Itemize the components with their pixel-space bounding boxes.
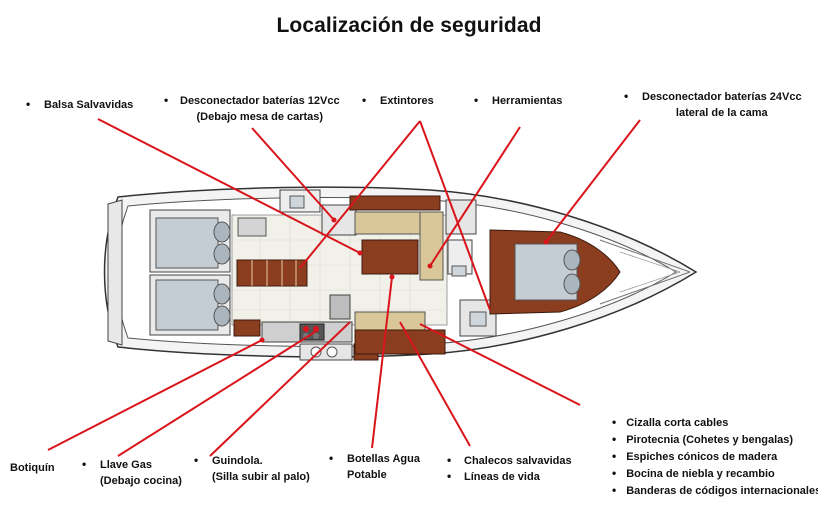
companionway-stairs (236, 259, 308, 287)
label-balsa-salvavidas: Balsa Salvavidas (44, 99, 134, 111)
label-extintores: Extintores (380, 95, 434, 107)
equipment-list: Cizalla corta cables Pirotecnia (Cohetes… (612, 414, 818, 499)
label-llave-gas: Llave Gas (Debajo cocina) (100, 459, 182, 487)
page-title: Localización de seguridad (276, 14, 542, 37)
starboard-settee (354, 311, 446, 355)
list-item: Bocina de niebla y recambio (612, 465, 818, 482)
list-item: Banderas de códigos internacionales (612, 482, 818, 499)
pointer-lines (47, 118, 641, 457)
saloon-settee (349, 195, 444, 281)
list-item: Pirotecnia (Cohetes y bengalas) (612, 431, 818, 448)
label-botellas-agua: Botellas Agua Potable (347, 453, 420, 481)
label-lineas-de-vida: Líneas de vida (464, 471, 540, 483)
forward-head (445, 199, 497, 337)
aft-cabin-starboard (149, 274, 231, 336)
label-desconectador-24v: Desconectador baterías 24Vcc lateral de … (642, 91, 802, 119)
label-botiquin: Botiquín (10, 462, 55, 474)
aft-cabin-port (149, 209, 231, 273)
list-item: Espiches cónicos de madera (612, 448, 818, 465)
label-herramientas: Herramientas (492, 95, 563, 107)
label-chalecos: Chalecos salvavidas (464, 455, 572, 467)
list-item: Cizalla corta cables (612, 414, 818, 431)
label-guindola: Guindola. (Silla subir al palo) (212, 455, 310, 483)
label-desconectador-12v: Desconectador baterías 12Vcc (Debajo mes… (180, 95, 340, 123)
saloon-table (361, 239, 419, 275)
forward-cabin (489, 229, 621, 315)
